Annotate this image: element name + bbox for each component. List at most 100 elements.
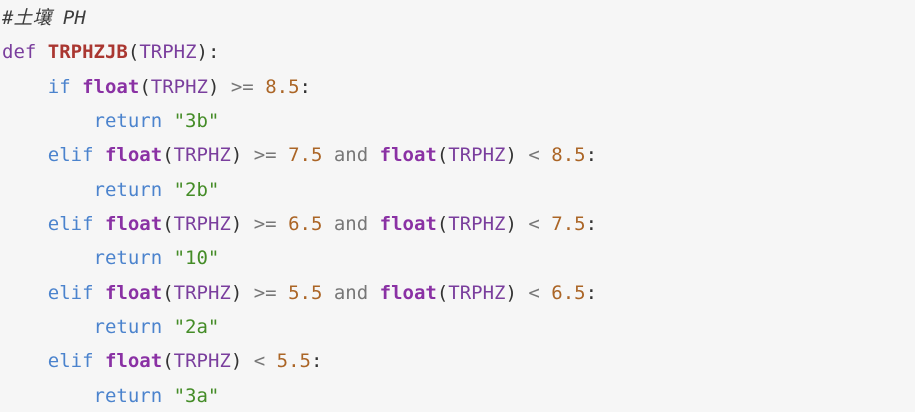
code-token-number: 5.5 bbox=[276, 350, 311, 373]
code-line: if float(TRPHZ) >= 8.5: bbox=[2, 70, 915, 104]
code-token-operator: >= bbox=[253, 281, 277, 304]
code-token-plain: : bbox=[585, 144, 598, 167]
code-token-plain: ( bbox=[436, 281, 449, 304]
code-token-plain: ( bbox=[436, 144, 449, 167]
code-token-operator: < bbox=[528, 212, 540, 235]
code-line: #土壤 PH bbox=[2, 1, 915, 35]
code-token-plain bbox=[162, 179, 173, 201]
code-token-operator: < bbox=[253, 350, 266, 373]
code-token-plain: ) bbox=[505, 281, 529, 304]
code-token-plain bbox=[94, 144, 105, 166]
code-token-number: 8.5 bbox=[265, 75, 300, 98]
code-line: return "2b" bbox=[2, 173, 915, 207]
code-token-plain bbox=[2, 316, 94, 338]
code-token-operator: and bbox=[333, 212, 369, 235]
code-token-plain bbox=[540, 144, 551, 166]
code-token-plain: ) bbox=[230, 281, 254, 304]
code-token-variable: TRPHZ bbox=[448, 212, 506, 235]
code-token-number: 8.5 bbox=[551, 144, 586, 167]
code-line: return "3a" bbox=[2, 379, 915, 412]
code-line: return "10" bbox=[2, 241, 915, 275]
code-token-plain bbox=[322, 144, 333, 166]
code-token-plain: ( bbox=[436, 212, 449, 235]
code-token-plain: ( bbox=[139, 75, 151, 98]
code-token-number: 6.5 bbox=[288, 212, 323, 235]
code-token-operator: < bbox=[528, 144, 540, 167]
code-token-plain bbox=[162, 385, 173, 407]
code-token-variable: TRPHZ bbox=[150, 75, 208, 98]
code-token-plain: ) bbox=[207, 75, 231, 98]
code-line: elif float(TRPHZ) < 5.5: bbox=[2, 344, 915, 378]
code-token-storage: def bbox=[2, 41, 37, 64]
code-token-builtin: float bbox=[104, 350, 163, 373]
code-token-plain: : bbox=[310, 350, 323, 373]
code-token-plain bbox=[368, 213, 379, 235]
code-token-plain bbox=[540, 213, 551, 235]
code-token-plain bbox=[2, 282, 48, 304]
code-token-plain bbox=[162, 247, 173, 269]
code-token-plain bbox=[2, 213, 48, 235]
code-token-keyword: elif bbox=[47, 350, 94, 373]
code-token-plain bbox=[368, 282, 379, 304]
code-token-operator: >= bbox=[230, 75, 254, 98]
code-token-variable: TRPHZ bbox=[173, 281, 231, 304]
code-token-plain bbox=[254, 76, 265, 98]
code-token-plain: ) bbox=[230, 144, 254, 167]
code-token-plain bbox=[265, 350, 276, 372]
code-token-keyword: elif bbox=[47, 281, 94, 304]
code-token-plain bbox=[94, 282, 105, 304]
code-token-keyword: return bbox=[93, 247, 163, 270]
code-token-number: 6.5 bbox=[551, 281, 586, 304]
code-token-plain: ( bbox=[162, 212, 174, 235]
code-token-plain: ) bbox=[505, 144, 529, 167]
code-token-plain bbox=[322, 213, 333, 235]
code-token-plain bbox=[94, 213, 105, 235]
code-token-plain bbox=[2, 385, 94, 407]
code-token-plain bbox=[36, 41, 47, 63]
code-token-keyword: return bbox=[93, 109, 163, 132]
code-token-builtin: float bbox=[379, 144, 437, 167]
code-token-builtin: float bbox=[104, 144, 163, 167]
code-token-plain: ) bbox=[230, 212, 254, 235]
code-token-plain bbox=[2, 76, 48, 98]
code-token-plain bbox=[162, 110, 173, 132]
code-token-variable: TRPHZ bbox=[173, 350, 231, 373]
code-token-variable: TRPHZ bbox=[173, 212, 231, 235]
code-line: return "3b" bbox=[2, 104, 915, 138]
code-token-plain bbox=[2, 144, 48, 166]
code-token-variable: TRPHZ bbox=[173, 144, 231, 167]
code-token-string: "10" bbox=[173, 247, 220, 270]
code-token-plain: ( bbox=[162, 281, 174, 304]
code-line: return "2a" bbox=[2, 310, 915, 344]
code-token-operator: >= bbox=[253, 144, 277, 167]
code-token-plain: ( bbox=[162, 350, 174, 373]
code-token-plain: : bbox=[299, 75, 311, 98]
code-line: elif float(TRPHZ) >= 5.5 and float(TRPHZ… bbox=[2, 276, 915, 310]
code-token-plain bbox=[277, 213, 288, 235]
code-token-comment: #土壤 PH bbox=[2, 7, 86, 29]
code-token-builtin: float bbox=[379, 281, 437, 304]
code-token-plain: ): bbox=[196, 41, 220, 64]
code-token-string: "3a" bbox=[173, 384, 220, 407]
code-token-builtin: float bbox=[104, 281, 163, 304]
code-line: def TRPHZJB(TRPHZ): bbox=[2, 35, 915, 69]
code-token-plain bbox=[322, 282, 333, 304]
code-token-plain bbox=[368, 144, 379, 166]
code-token-operator: >= bbox=[253, 212, 277, 235]
code-token-plain bbox=[277, 144, 288, 166]
code-line: elif float(TRPHZ) >= 6.5 and float(TRPHZ… bbox=[2, 207, 915, 241]
code-token-plain: ) bbox=[505, 212, 529, 235]
code-token-string: "3b" bbox=[173, 109, 220, 132]
code-token-string: "2a" bbox=[173, 315, 220, 338]
code-token-keyword: if bbox=[47, 75, 71, 98]
code-token-builtin: float bbox=[379, 212, 437, 235]
code-token-plain: ( bbox=[127, 41, 140, 64]
code-token-builtin: float bbox=[104, 212, 163, 235]
code-token-plain bbox=[540, 282, 551, 304]
code-token-plain bbox=[94, 350, 105, 372]
code-token-plain bbox=[2, 247, 94, 269]
code-token-keyword: return bbox=[93, 178, 163, 201]
code-token-operator: < bbox=[528, 281, 540, 304]
